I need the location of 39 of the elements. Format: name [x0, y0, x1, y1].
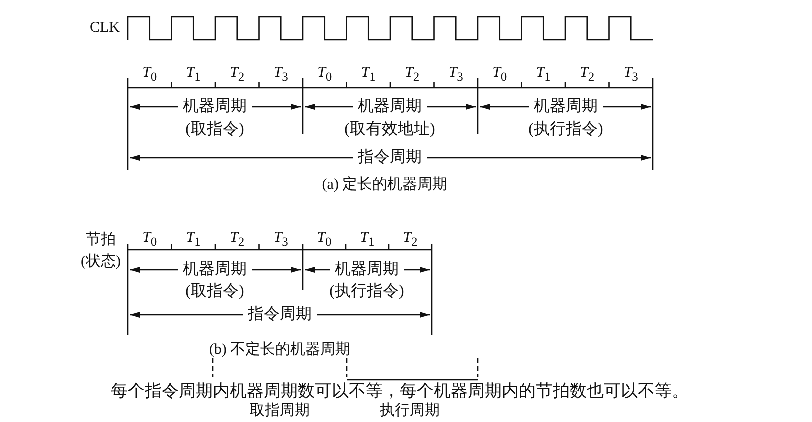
state-label: T$_{0}$	[142, 230, 158, 250]
state-label: T$_{2}$	[230, 65, 245, 85]
state-label: T$_{1}$	[360, 230, 375, 250]
phase-label: 执行周期	[380, 402, 440, 420]
state-label: T$_{1}$	[186, 230, 201, 250]
state-label: T$_{3}$	[448, 65, 464, 85]
cycle-label: 指令周期	[358, 149, 422, 167]
state-label: T$_{1}$	[361, 65, 376, 85]
state-label: T$_{0}$	[492, 65, 508, 85]
state-label: T$_{1}$	[536, 65, 551, 85]
note-text: 每个指令周期内机器周期数可以不等，每个机器周期内的节拍数也可以不等。	[111, 382, 689, 402]
cycle-label: (取有效地址)	[344, 121, 436, 139]
cycle-label: (执行指令)	[330, 283, 404, 301]
state-label: T$_{2}$	[405, 65, 420, 85]
caption: (a) 定长的机器周期	[322, 176, 448, 194]
state-label: T$_{2}$	[230, 230, 245, 250]
state-label: T$_{2}$	[580, 65, 595, 85]
state-label: T$_{2}$	[403, 230, 418, 250]
caption: (b) 不定长的机器周期	[209, 342, 351, 358]
state-label: T$_{0}$	[317, 230, 332, 250]
cycle-label: 机器周期	[358, 98, 422, 116]
state-label: T$_{3}$	[274, 230, 288, 250]
signal-label: CLK	[90, 20, 120, 36]
cycle-label: (取指令)	[186, 283, 244, 301]
cycle-label: 机器周期	[183, 261, 247, 279]
state-label: T$_{3}$	[624, 65, 638, 85]
axis-label: (状态)	[81, 254, 121, 270]
cycle-label: 机器周期	[534, 98, 598, 116]
axis-label: 节拍	[86, 232, 116, 248]
state-label: T$_{1}$	[186, 65, 201, 85]
cycle-label: 机器周期	[335, 261, 399, 279]
state-label: T$_{0}$	[142, 65, 158, 85]
cycle-label: 指令周期	[248, 306, 312, 324]
cycle-label: (执行指令)	[528, 121, 604, 139]
state-label: T$_{0}$	[318, 65, 332, 85]
phase-label: 取指周期	[250, 402, 310, 420]
state-label: T$_{3}$	[274, 65, 288, 85]
cycle-label: 机器周期	[183, 98, 247, 116]
cycle-label: (取指令)	[186, 121, 244, 139]
